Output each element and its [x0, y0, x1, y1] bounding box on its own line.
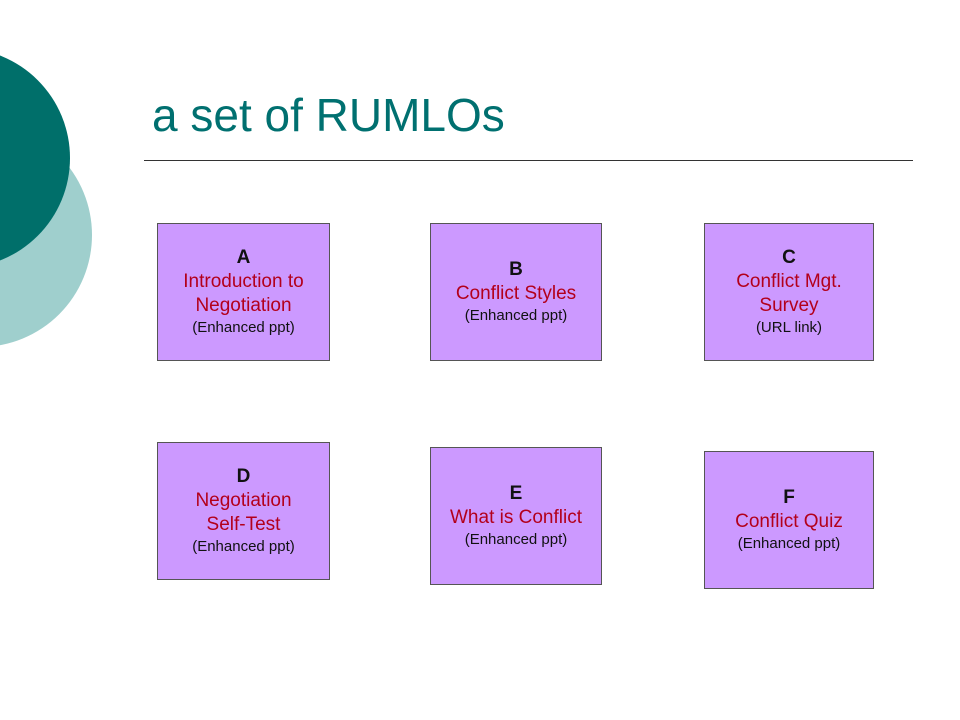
box-name-line: Conflict Quiz	[735, 510, 843, 532]
box-name-line: Conflict Mgt.	[736, 271, 842, 292]
box-letter: B	[509, 259, 523, 281]
box-letter: A	[236, 247, 251, 269]
box-name-line: Conflict Styles	[455, 282, 577, 304]
rumlo-box-d: D Negotiation Self-Test (Enhanced ppt)	[157, 442, 330, 580]
box-name-line: Survey	[759, 294, 819, 316]
title-divider	[144, 160, 913, 161]
box-name-line: What is Conflict	[450, 506, 582, 528]
box-letter: D	[236, 466, 251, 488]
slide-title: a set of RUMLOs	[152, 89, 505, 141]
box-type: (Enhanced ppt)	[737, 534, 841, 552]
box-letter: F	[783, 487, 795, 509]
box-letter: E	[509, 483, 523, 505]
decorative-circles	[0, 55, 92, 346]
rumlo-box-c: C Conflict Mgt. Survey (URL link)	[704, 223, 874, 361]
rumlo-box-a: A Introduction to Negotiation (Enhanced …	[157, 223, 330, 361]
box-type: (Enhanced ppt)	[192, 537, 295, 555]
box-name-line: Negotiation	[195, 294, 292, 316]
box-type: (Enhanced ppt)	[192, 318, 295, 336]
box-name-line: Negotiation	[195, 490, 292, 511]
rumlo-box-b: B Conflict Styles (Enhanced ppt)	[430, 223, 602, 361]
box-type: (Enhanced ppt)	[464, 530, 568, 548]
box-name-line: Self-Test	[206, 513, 281, 535]
dark-teal-circle	[0, 55, 70, 261]
box-name-line: Introduction to	[183, 271, 304, 292]
box-letter: C	[782, 247, 796, 269]
rumlo-box-e: E What is Conflict (Enhanced ppt)	[430, 447, 602, 585]
box-type: (Enhanced ppt)	[464, 306, 568, 324]
rumlo-box-f: F Conflict Quiz (Enhanced ppt)	[704, 451, 874, 589]
box-type: (URL link)	[755, 318, 823, 336]
